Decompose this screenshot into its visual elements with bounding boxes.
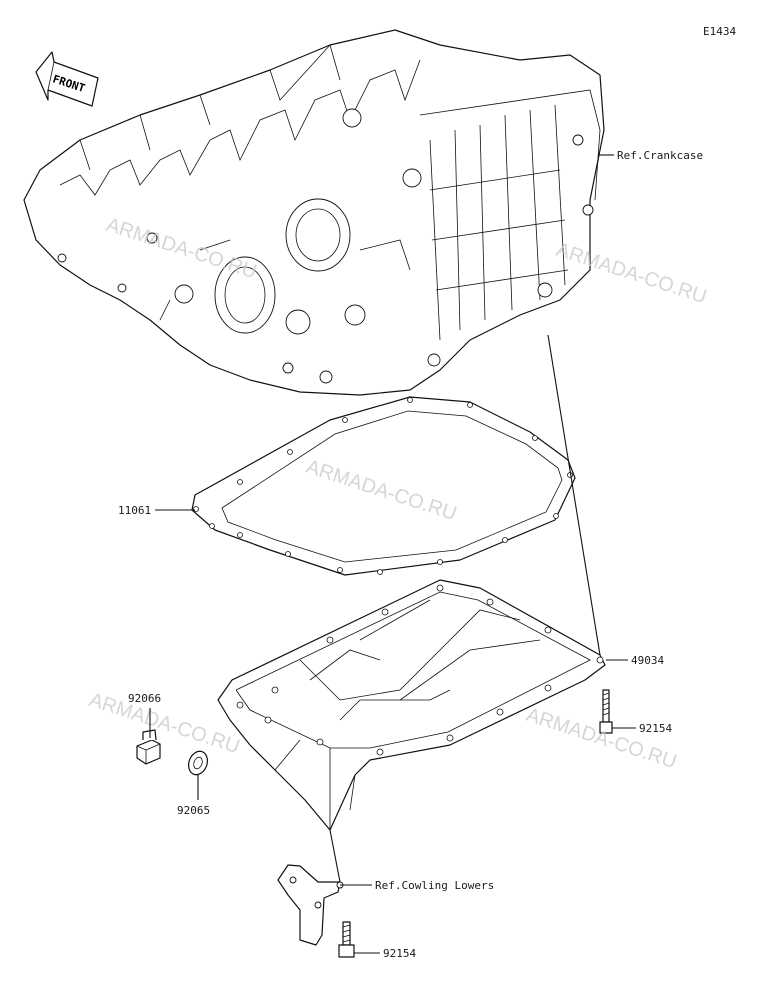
leader-lines (149, 154, 636, 954)
drain-plug (136, 729, 161, 765)
diagram-code: E1434 (703, 25, 736, 38)
bolt-bottom (338, 921, 355, 958)
oil-pan (217, 579, 606, 831)
label-oil-pan: 49034 (631, 654, 664, 667)
label-ref-cowling: Ref.Cowling Lowers (375, 879, 494, 892)
label-gasket: 11061 (118, 504, 151, 517)
front-arrow-icon: FRONT (35, 51, 99, 107)
crankcase (23, 29, 605, 396)
label-washer: 92065 (177, 804, 210, 817)
label-drain-plug: 92066 (128, 692, 161, 705)
bolt-right (599, 689, 613, 734)
watermark: ARMADA-CO.RU (523, 704, 679, 773)
drain-washer (187, 750, 209, 776)
oil-pan-gasket (191, 396, 576, 576)
label-bolt-right: 92154 (639, 722, 672, 735)
label-ref-crankcase: Ref.Crankcase (617, 149, 703, 162)
cowling-bracket (277, 864, 344, 946)
label-bolt-bottom: 92154 (383, 947, 416, 960)
